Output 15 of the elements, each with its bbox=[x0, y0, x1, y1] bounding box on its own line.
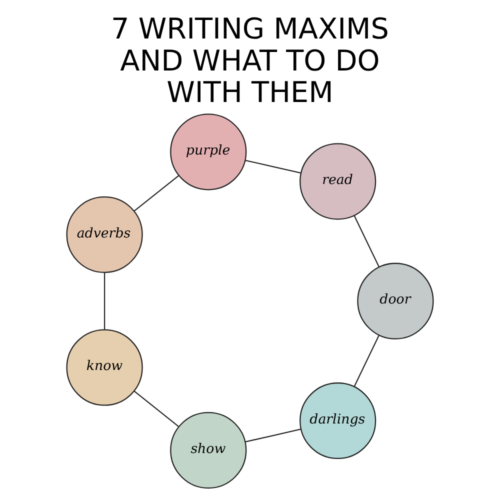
diagram-title: 7 WRITING MAXIMS AND WHAT TO DO WITH THEM bbox=[111, 12, 389, 109]
node-circle: read bbox=[300, 143, 376, 220]
connector bbox=[134, 390, 179, 428]
node-circle: door bbox=[357, 262, 434, 340]
node-circle: purple bbox=[170, 114, 247, 190]
connector bbox=[354, 216, 380, 268]
node-circle: darlings bbox=[300, 382, 376, 460]
node-circle: show bbox=[170, 412, 247, 489]
connector bbox=[245, 428, 301, 442]
connector bbox=[245, 160, 301, 174]
node-circle: know bbox=[66, 329, 143, 406]
connector bbox=[134, 175, 179, 212]
node-circle: adverbs bbox=[66, 196, 143, 273]
connector bbox=[354, 335, 380, 387]
connector bbox=[104, 272, 106, 330]
